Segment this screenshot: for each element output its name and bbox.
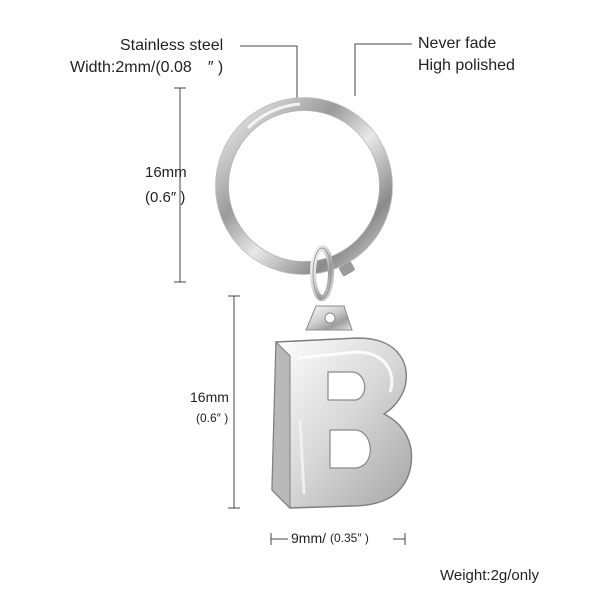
callout-lines (174, 43, 412, 545)
pendant-bail (305, 305, 353, 331)
pendant-width-in: (0.35″ ) (330, 531, 369, 545)
pendant-height-mm: 16mm (190, 389, 229, 405)
pendant-height-in: (0.6″ ) (196, 411, 229, 425)
ring-height-mm: 16mm (145, 164, 187, 181)
ring-height-in: (0.6″ ) (145, 189, 186, 206)
polished-label: High polished (418, 57, 515, 74)
material-callout-line (240, 45, 298, 100)
weight-label: Weight:2g/only (440, 567, 539, 584)
jump-ring (310, 245, 334, 301)
pendant-letter-text: B (0, 0, 1, 1)
letter-pendant: B (0, 0, 413, 510)
pendant-width-mm: 9mm/ (291, 530, 326, 546)
finish-callout-line (354, 43, 412, 96)
hoop-ring (215, 97, 393, 277)
width-label: Width:2mm/(0.08 ″ ) (70, 59, 224, 76)
hoop-clasp-joint (339, 261, 355, 277)
material-label: Stainless steel (120, 37, 224, 54)
never-fade-label: Never fade (418, 35, 497, 52)
